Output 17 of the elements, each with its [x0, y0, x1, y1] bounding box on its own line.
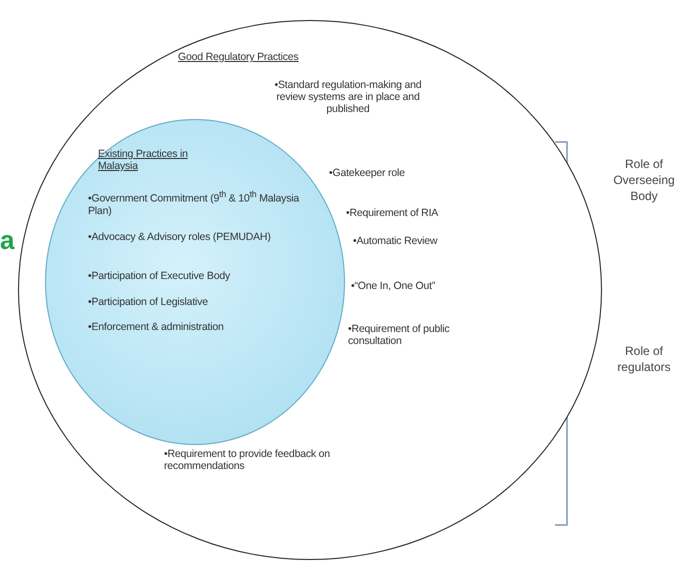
bullet-text: •Participation of Legislative	[88, 296, 209, 308]
bullet-text: •Requirement to provide feedback on recommendations	[164, 448, 331, 472]
bullet-text: •Requirement of RIA	[346, 207, 440, 219]
bullet-text: •Participation of Executive Body	[88, 270, 232, 282]
bullet-text: •Automatic Review	[353, 235, 438, 247]
bullet-text: •Enforcement & administration	[88, 321, 225, 333]
heading: Existing Practices in Malaysia	[98, 148, 189, 172]
bullet-text: •Advocacy & Advisory roles (PEMUDAH)	[88, 231, 272, 243]
bullet-text: •Requirement of public consultation	[348, 323, 450, 347]
heading: Good Regulatory Practices	[178, 51, 300, 63]
bullet-text: •Standard regulation-making and review systems are in place and published	[274, 79, 422, 115]
bullet-text: •Government Commitment (9$^{th}$ & 10$^{th}$ Malaysia Plan)	[88, 188, 300, 216]
bullet-text: •“One In, One Out”	[351, 280, 436, 292]
role-label: Role of Overseeing Body	[612, 156, 676, 204]
partial-letter: a	[0, 226, 14, 254]
role-label: Role of regulators	[616, 343, 672, 375]
bullet-text: •Gatekeeper role	[329, 167, 406, 179]
